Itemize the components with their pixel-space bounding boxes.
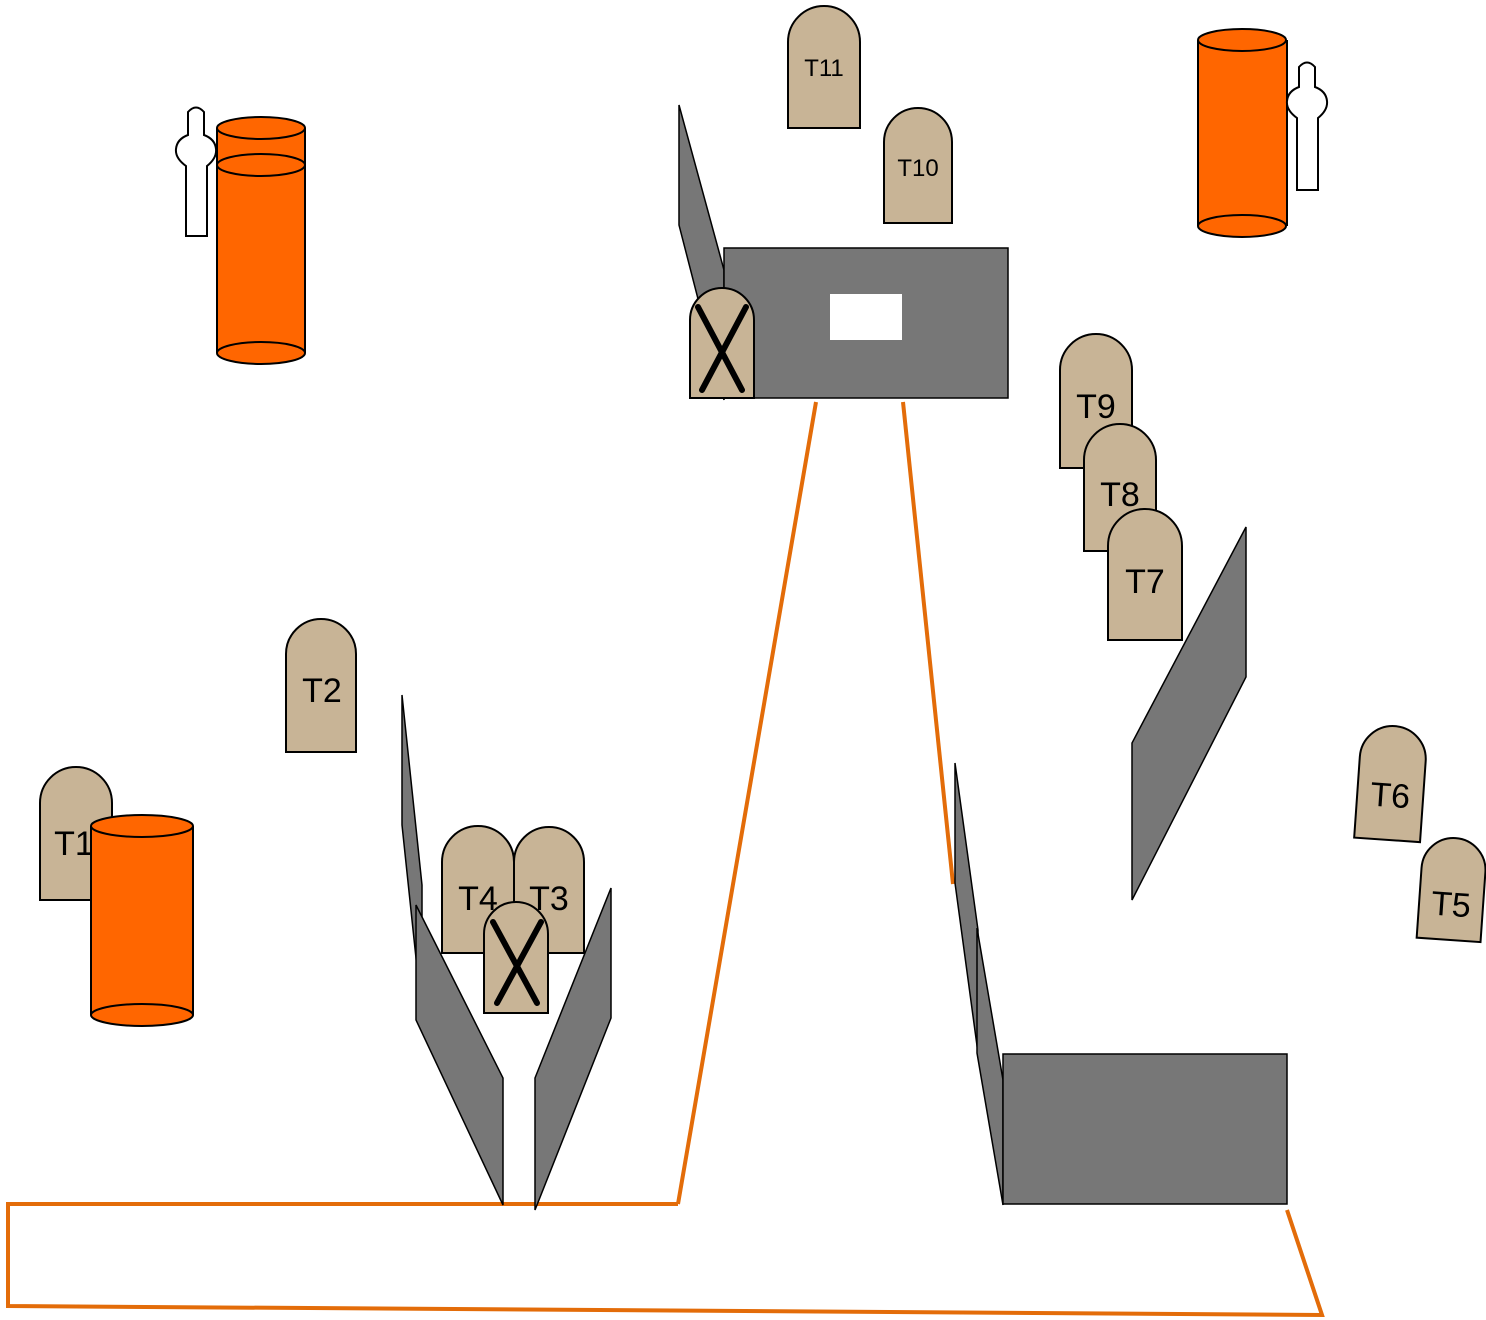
target-t7: T7 (1107, 508, 1183, 641)
person-silhouette-icon (174, 106, 218, 237)
target-label: T10 (897, 155, 938, 182)
person-silhouette-icon (1285, 61, 1329, 191)
wall-bottom-right-panel-a (954, 762, 979, 1054)
target-label: T11 (804, 55, 844, 82)
target-label: T6 (1369, 776, 1411, 817)
target-t10: T10 (883, 107, 953, 224)
wall-right-diagonal (1131, 526, 1247, 901)
no-shoot-target-icon (689, 287, 755, 399)
fault-line (6, 401, 1325, 1318)
target-label: T1 (54, 825, 94, 863)
target-t2: T2 (285, 618, 357, 753)
wall-bottom-right (1002, 1053, 1288, 1205)
barrel-icon (1197, 28, 1288, 238)
wall-left-panel-b (415, 904, 504, 1206)
target-t11: T11 (787, 5, 861, 129)
target-t6: T6 (1353, 725, 1427, 844)
barrel-icon (216, 153, 306, 365)
wall-left-panel-c (534, 887, 612, 1211)
target-label: T4 (458, 880, 498, 918)
target-label: T2 (302, 672, 342, 710)
target-label: T9 (1076, 388, 1116, 426)
wall-bottom-right-panel-b (976, 927, 1004, 1206)
barrel-icon (90, 814, 194, 1027)
target-label: T7 (1125, 563, 1165, 601)
target-label: T5 (1430, 885, 1472, 926)
barrels (216, 28, 1288, 365)
no-shoot-target-icon (483, 901, 549, 1014)
walls (401, 104, 1288, 1211)
window-opening (830, 294, 902, 340)
target-label: T8 (1100, 476, 1140, 514)
target-t5: T5 (1415, 837, 1486, 944)
